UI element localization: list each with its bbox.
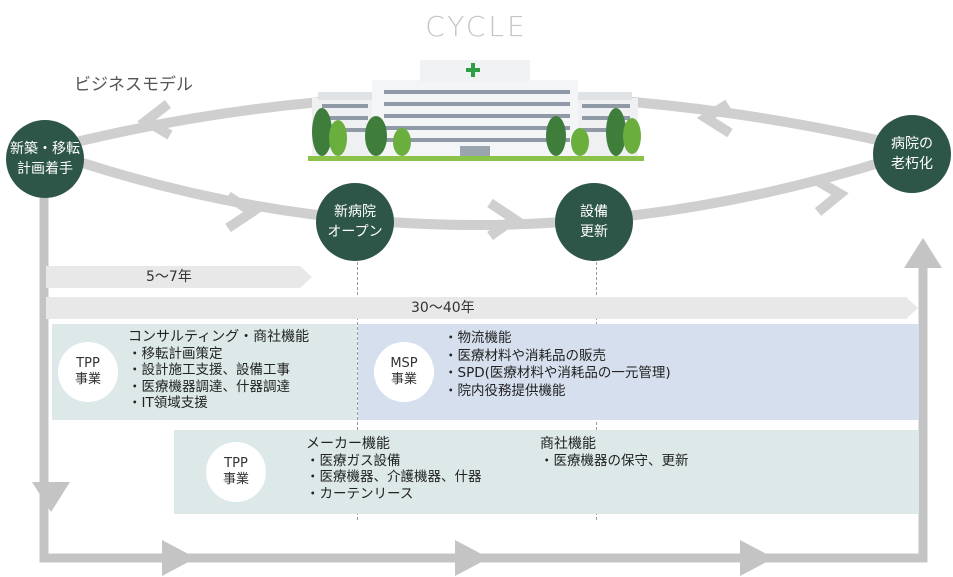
list-item: ・医療機器、介護機器、什器 (306, 469, 482, 485)
trading-heading: 商社機能 (540, 436, 596, 452)
list-item: ・院内役務提供機能 (444, 382, 566, 399)
maker-list: メーカー機能 ・医療ガス設備 ・医療機器、介護機器、什器 ・カーテンリース (306, 436, 482, 502)
list-item: ・物流機能 (444, 330, 512, 346)
node-plan: 新築・移転 計画着手 (6, 120, 84, 198)
list-item: ・医療機器の保守、更新 (540, 452, 689, 469)
chevron-right-icon (225, 191, 262, 233)
panel-msp: MSP 事業 ・物流機能 ・医療材料や消耗品の販売 ・SPD(医療材料や消耗品の… (358, 324, 919, 420)
list-item: ・医療材料や消耗品の販売 (444, 347, 606, 364)
list-item: ・カーテンリース (306, 485, 414, 502)
timeline-short-label: 5〜7年 (146, 269, 192, 285)
tpp-badge: TPP 事業 (206, 442, 266, 502)
list-item: ・医療ガス設備 (306, 452, 401, 469)
list-item: ・医療機器調達、什器調達 (128, 378, 290, 395)
diagram-subtitle: ビジネスモデル (74, 75, 193, 95)
chevron-right-icon (813, 175, 849, 216)
list-item: ・SPD(医療材料や消耗品の一元管理) (444, 365, 671, 381)
arrow-right-icon (740, 540, 774, 576)
list-item: ・移転計画策定 (128, 345, 223, 362)
arrow-up-icon (904, 238, 942, 268)
arrow-right-icon (455, 540, 489, 576)
msp-list: ・物流機能 ・医療材料や消耗品の販売 ・SPD(医療材料や消耗品の一元管理) ・… (444, 330, 671, 400)
panel-tpp-maker: TPP 事業 メーカー機能 ・医療ガス設備 ・医療機器、介護機器、什器 ・カーテ… (174, 430, 919, 514)
diagram-title: CYCLE (425, 10, 528, 43)
chevron-right-icon (487, 198, 523, 241)
timeline-short-bar: 5〜7年 (46, 266, 312, 288)
node-renew: 設備 更新 (555, 183, 633, 261)
chevron-left-icon (137, 100, 173, 140)
arrow-down-icon (32, 482, 70, 512)
trading-list: 商社機能 ・医療機器の保守、更新 (540, 436, 689, 469)
node-open: 新病院 オープン (316, 183, 394, 261)
tpp-consulting-list: コンサルティング・商社機能 ・移転計画策定 ・設計施工支援、設備工事 ・医療機器… (128, 329, 309, 412)
lower-forward-arc (42, 145, 922, 230)
panel-tpp-consulting: TPP 事業 コンサルティング・商社機能 ・移転計画策定 ・設計施工支援、設備工… (52, 324, 357, 420)
list-item: ・設計施工支援、設備工事 (128, 362, 290, 378)
timeline-long-label: 30〜40年 (411, 300, 475, 316)
chevron-left-icon (696, 99, 733, 138)
list-item: ・IT領域支援 (128, 395, 208, 411)
tpp-consulting-heading: コンサルティング・商社機能 (128, 329, 310, 345)
hospital-building-icon (308, 60, 644, 161)
arrow-right-icon (162, 540, 196, 576)
phase-divider-open (357, 262, 358, 520)
msp-badge: MSP 事業 (374, 342, 434, 402)
node-aging: 病院の 老朽化 (873, 115, 951, 193)
maker-heading: メーカー機能 (306, 436, 390, 452)
timeline-long-bar: 30〜40年 (46, 297, 918, 319)
tpp-badge: TPP 事業 (58, 342, 118, 402)
